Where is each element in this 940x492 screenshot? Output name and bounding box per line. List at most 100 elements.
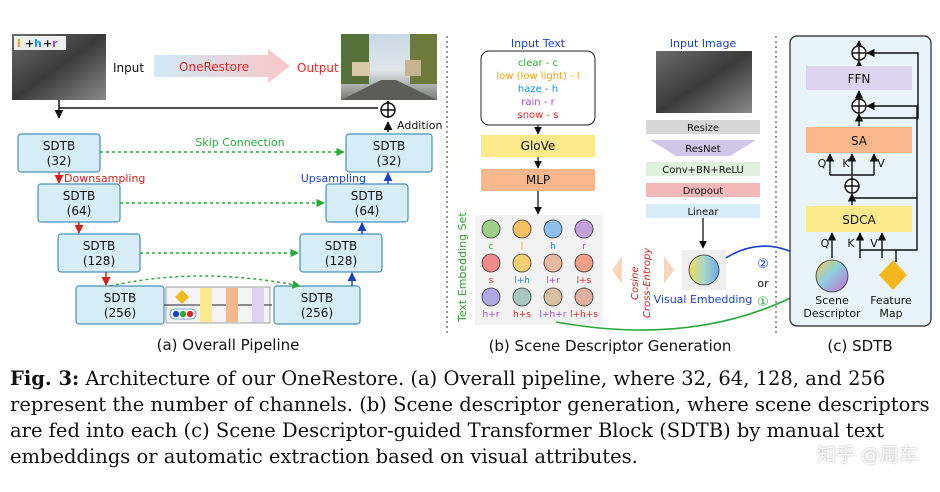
block-channels: (128) bbox=[83, 254, 115, 268]
input-tag-l: l bbox=[17, 37, 21, 50]
mlp-label: MLP bbox=[526, 173, 550, 187]
input-tag-box bbox=[14, 36, 66, 50]
embedding-circle bbox=[512, 219, 532, 239]
ffn-box bbox=[806, 66, 912, 90]
embedding-circle bbox=[574, 253, 594, 273]
encoder-block-128: SDTB (128) bbox=[57, 233, 141, 273]
block-name: SDTB bbox=[43, 139, 75, 153]
block-name: SDTB bbox=[104, 291, 136, 305]
visual-embedding-icon bbox=[688, 254, 720, 286]
output-label: Output bbox=[297, 61, 339, 75]
figure-caption: Fig. 3: Architecture of our OneRestore. … bbox=[10, 366, 935, 470]
cross-entropy-label: Cross-Entropy bbox=[642, 247, 653, 318]
embedding-label: l+h bbox=[514, 276, 530, 286]
embedding-label: h+s bbox=[513, 310, 531, 320]
mlp-box bbox=[481, 169, 595, 191]
onerestore-label: OneRestore bbox=[179, 60, 249, 74]
input-label: Input bbox=[113, 61, 144, 75]
conv-bn-relu-box bbox=[646, 162, 760, 176]
embedding-circle bbox=[512, 287, 532, 307]
decoder-block-128: SDTB (128) bbox=[299, 233, 383, 273]
embedding-label: l bbox=[521, 242, 524, 252]
scene-descriptor-icon bbox=[815, 259, 849, 293]
block-name: SDTB bbox=[83, 239, 115, 253]
resize-box bbox=[646, 120, 760, 134]
onerestore-arrow bbox=[154, 49, 290, 83]
embedding-label: r bbox=[582, 242, 586, 252]
panel-scene-descriptor-generation: Input Text clear - c low (low light) - l… bbox=[456, 37, 819, 355]
ffn-label: FFN bbox=[848, 72, 871, 86]
embedding-circle bbox=[543, 253, 563, 273]
linear-label: Linear bbox=[687, 207, 719, 218]
feature-label-1: Feature bbox=[870, 294, 912, 307]
scene-label-2: Descriptor bbox=[803, 307, 861, 320]
figure-caption-text: Architecture of our OneRestore. (a) Over… bbox=[10, 367, 930, 468]
sa-k-label: K bbox=[842, 157, 850, 170]
input-tag-plus2: + bbox=[43, 37, 52, 50]
visual-embedding-label: Visual Embedding bbox=[654, 293, 753, 306]
decoder-block-32: SDTB (32) bbox=[345, 133, 433, 173]
linear-box bbox=[646, 204, 760, 218]
embedding-circle bbox=[574, 287, 594, 307]
resnet-label: ResNet bbox=[685, 144, 720, 155]
embedding-circle bbox=[543, 219, 563, 239]
decoder-block-256: SDTB (256) bbox=[273, 285, 361, 325]
embedding-circle bbox=[481, 253, 501, 273]
panel-sdtb: FFN SA Q K V SDCA Q K V bbox=[789, 35, 932, 355]
embedding-circle bbox=[481, 219, 501, 239]
input-tag-r: r bbox=[52, 37, 58, 50]
text-item-haze: haze - h bbox=[518, 84, 558, 95]
embedding-label: l+h+s bbox=[570, 310, 598, 320]
text-item-snow: snow - s bbox=[517, 110, 558, 121]
block-name: SDTB bbox=[325, 239, 357, 253]
sa-box bbox=[806, 127, 912, 153]
embedding-circle bbox=[512, 253, 532, 273]
sa-q-label: Q bbox=[818, 157, 827, 170]
input-tag-plus1: + bbox=[25, 37, 34, 50]
text-item-clear: clear - c bbox=[518, 58, 558, 69]
embedding-label: l+h+r bbox=[540, 310, 567, 320]
or-label: or bbox=[757, 277, 769, 290]
feature-map-icon bbox=[879, 260, 907, 290]
sdca-q-label: Q bbox=[821, 237, 830, 250]
sa-label: SA bbox=[851, 134, 868, 148]
panel-c-caption: (c) SDTB bbox=[827, 337, 892, 355]
resize-label: Resize bbox=[687, 123, 719, 134]
downsampling-label: Downsampling bbox=[64, 172, 145, 185]
embedding-label: s bbox=[489, 276, 494, 286]
sdca-box bbox=[806, 206, 912, 232]
glove-label: GloVe bbox=[521, 139, 556, 153]
dropout-box bbox=[646, 183, 760, 197]
conv-bn-relu-label: Conv+BN+ReLU bbox=[662, 165, 744, 176]
addition-label: Addition bbox=[397, 119, 442, 132]
block-name: SDTB bbox=[351, 189, 383, 203]
panel-a-caption: (a) Overall Pipeline bbox=[157, 336, 300, 354]
input-image-b bbox=[656, 51, 752, 113]
sa-v-label: V bbox=[877, 157, 885, 170]
bottleneck-feature-strip bbox=[164, 286, 272, 324]
cosine-label: Cosine bbox=[630, 266, 641, 300]
feature-label-2: Map bbox=[879, 307, 902, 320]
block-channels: (32) bbox=[47, 154, 72, 168]
input-image-label: Input Image bbox=[670, 37, 737, 50]
embedding-label: h bbox=[550, 242, 556, 252]
panel-overall-pipeline: l + h + r Input OneRestore Output Additi… bbox=[12, 34, 442, 354]
architecture-figure: l + h + r Input OneRestore Output Additi… bbox=[12, 34, 932, 355]
encoder-block-64: SDTB (64) bbox=[37, 183, 121, 223]
text-embedding-set-label: Text Embedding Set bbox=[456, 212, 469, 323]
block-channels: (64) bbox=[355, 204, 380, 218]
glove-box bbox=[481, 135, 595, 157]
dropout-label: Dropout bbox=[683, 186, 724, 197]
block-channels: (32) bbox=[377, 154, 402, 168]
watermark: 知乎 @周车 bbox=[816, 444, 918, 466]
block-channels: (256) bbox=[104, 306, 136, 320]
input-text-label: Input Text bbox=[511, 37, 566, 50]
embedding-label: c bbox=[489, 242, 494, 252]
skip-connection-label: Skip Connection bbox=[195, 136, 284, 149]
embedding-circle bbox=[543, 287, 563, 307]
block-name: SDTB bbox=[301, 291, 333, 305]
embedding-label: l+r bbox=[546, 276, 560, 286]
embedding-circle bbox=[574, 219, 594, 239]
block-name: SDTB bbox=[63, 189, 95, 203]
